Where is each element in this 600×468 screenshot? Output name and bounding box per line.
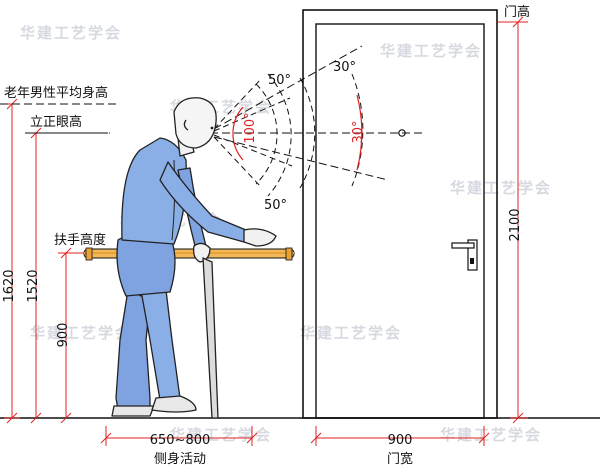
dim-900-handrail: 900 <box>56 323 71 348</box>
label-elderly-avg-height: 老年男性平均身高 <box>4 85 108 101</box>
dim-900-door-width: 900 <box>388 433 413 448</box>
angle-label-30: 30° <box>351 120 366 143</box>
handrail-bracket <box>285 247 293 261</box>
angle-arcs <box>232 94 363 171</box>
angle-label-100: 100° <box>243 112 258 143</box>
elderly-man-figure <box>111 97 277 419</box>
dim-650-800: 650~800 <box>150 433 211 448</box>
bottom-dimensions <box>100 426 490 446</box>
dim-2100: 2100 <box>508 208 523 241</box>
watermark-text: 华建工艺学会 <box>300 324 402 342</box>
watermark-text: 华建工艺学会 <box>450 179 552 197</box>
angle-label-up-50: 50° <box>268 73 291 88</box>
watermark-text: 华建工艺学会 <box>30 324 132 342</box>
label-door-height: 门高 <box>504 4 530 20</box>
vision-field <box>25 45 425 197</box>
label-standing-eye-height: 立正眼高 <box>30 114 82 130</box>
door-leaf <box>315 23 485 419</box>
door <box>302 9 498 419</box>
angle-label-down-50: 50° <box>264 198 287 213</box>
watermark-text: 华建工艺学会 <box>380 42 482 60</box>
angle-label-up-30: 30° <box>333 60 356 75</box>
watermark-text: 华建工艺学会 <box>20 24 122 42</box>
label-side-activity: 侧身活动 <box>154 451 206 467</box>
door-height-dimension <box>498 16 528 424</box>
handrail <box>83 247 295 261</box>
left-dimensions <box>4 98 84 424</box>
watermark-text: 华建工艺学会 <box>170 426 272 444</box>
label-door-width: 门宽 <box>387 451 413 467</box>
watermark-text: 华建工艺学会 <box>440 426 542 444</box>
label-handrail-height: 扶手高度 <box>54 232 106 248</box>
door-handle <box>451 239 478 271</box>
handrail-bracket <box>85 247 93 261</box>
dim-1520: 1520 <box>26 269 41 302</box>
dim-1620: 1620 <box>2 269 17 302</box>
